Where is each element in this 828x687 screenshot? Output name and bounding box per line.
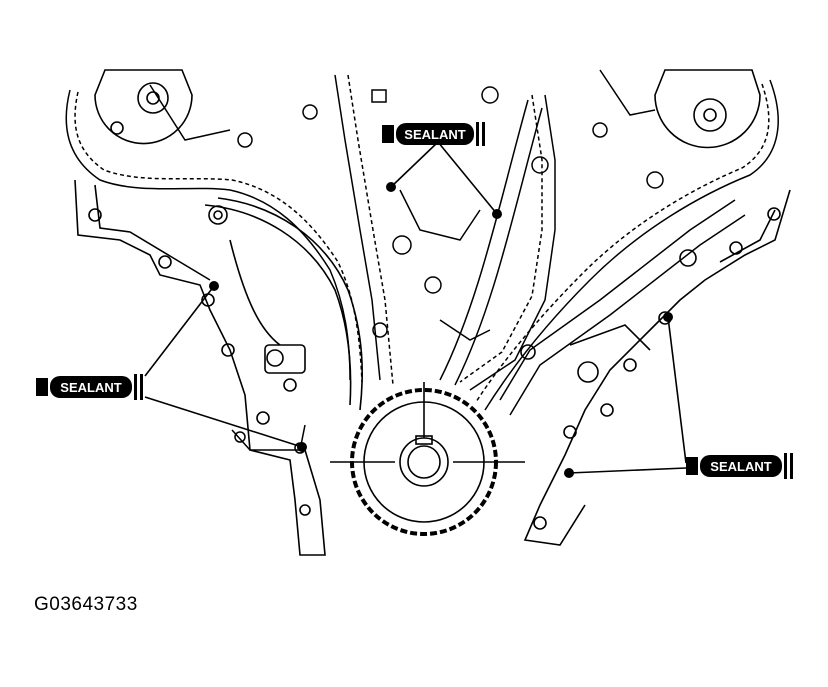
sealant-callout-left: SEALANT bbox=[36, 374, 143, 400]
crankshaft-sprocket bbox=[330, 382, 525, 536]
sealant-points bbox=[209, 182, 673, 478]
sealant-callout-right: SEALANT bbox=[686, 453, 793, 479]
sealant-label: SEALANT bbox=[60, 380, 121, 395]
upper-center-components bbox=[149, 69, 664, 341]
left-chain-guide bbox=[204, 197, 364, 411]
lower-bracket bbox=[231, 424, 306, 454]
right-front-cover bbox=[523, 189, 791, 546]
left-outer-timing-chain bbox=[65, 89, 363, 383]
sealant-label: SEALANT bbox=[404, 127, 465, 142]
left-camshaft-sprocket bbox=[94, 69, 193, 145]
figure-id: G03643733 bbox=[34, 594, 138, 615]
right-chain-tensioner bbox=[520, 324, 651, 383]
right-outer-timing-chain bbox=[475, 79, 779, 416]
left-chain-tensioner bbox=[229, 239, 306, 392]
left-front-cover bbox=[74, 179, 326, 556]
center-timing-chains bbox=[334, 74, 556, 391]
right-camshaft-sprocket bbox=[654, 69, 761, 149]
sealant-label: SEALANT bbox=[710, 459, 771, 474]
sealant-callout-top: SEALANT bbox=[382, 122, 485, 146]
callout-leader-lines bbox=[144, 141, 687, 474]
